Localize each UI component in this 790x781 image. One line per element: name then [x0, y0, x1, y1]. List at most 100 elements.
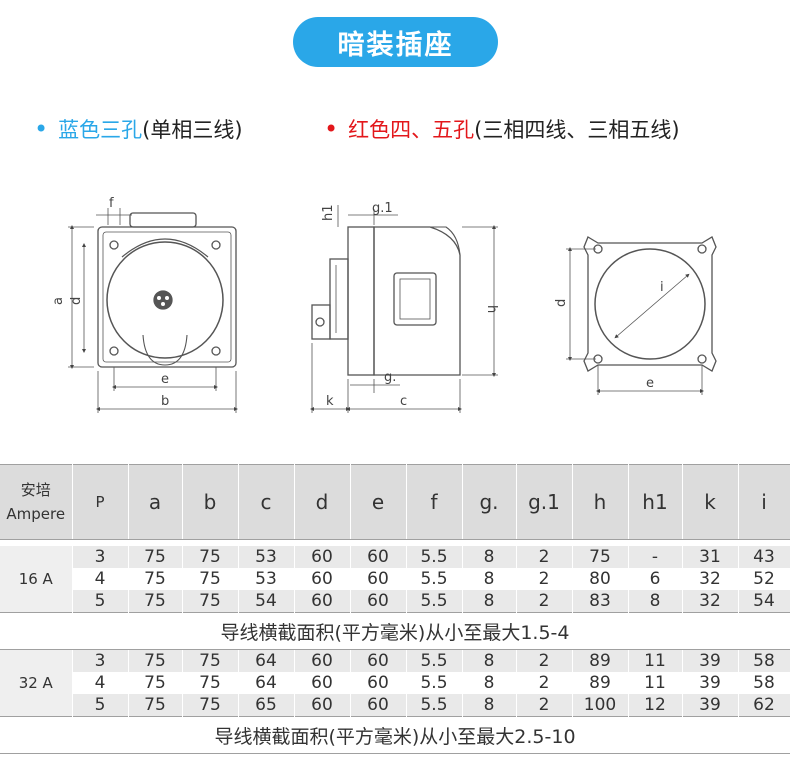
header-e: e [350, 464, 407, 540]
table-cell: 75 [128, 650, 183, 672]
table-cell: 8 [462, 568, 517, 590]
table-cell: 3 [72, 650, 129, 672]
table-cell: 43 [738, 546, 790, 568]
cutout-label-i: i [660, 280, 664, 295]
table-cell: 58 [738, 672, 790, 694]
legend-blue: • 蓝色三孔(单相三线) [34, 114, 243, 144]
header-h: h [572, 464, 629, 540]
header-g1: g.1 [516, 464, 573, 540]
table-cell: 80 [572, 568, 629, 590]
table-cell: 2 [516, 568, 573, 590]
wire-section-note: 导线横截面积(平方毫米)从小至最大2.5-10 [0, 716, 790, 754]
table-cell: 5.5 [406, 694, 463, 717]
side-label-h: h [484, 305, 499, 313]
table-cell: 62 [738, 694, 790, 717]
table-cell: - [628, 546, 683, 568]
table-cell: 5 [72, 694, 129, 717]
table-cell: 60 [350, 568, 407, 590]
table-cell: 58 [738, 650, 790, 672]
header-h1: h1 [628, 464, 683, 540]
table-cell: 83 [572, 590, 629, 613]
table-cell: 5.5 [406, 672, 463, 694]
table-cell: 2 [516, 546, 573, 568]
table-cell: 60 [350, 590, 407, 613]
table-cell: 2 [516, 694, 573, 717]
header-d: d [294, 464, 351, 540]
table-cell: 100 [572, 694, 629, 717]
table-cell: 5.5 [406, 546, 463, 568]
table-cell: 8 [628, 590, 683, 613]
table-cell: 75 [182, 694, 239, 717]
bullet-icon: • [324, 115, 339, 143]
table-cell: 60 [294, 568, 351, 590]
header-c: c [238, 464, 295, 540]
table-cell: 11 [628, 650, 683, 672]
table-cell: 75 [182, 546, 239, 568]
table-cell: 60 [294, 546, 351, 568]
bullet-icon: • [34, 115, 49, 143]
table-cell: 75 [182, 568, 239, 590]
table-cell: 4 [72, 672, 129, 694]
table-cell: 2 [516, 650, 573, 672]
side-label-c: c [400, 394, 407, 409]
header-f: f [406, 464, 463, 540]
table-cell: 54 [738, 590, 790, 613]
table-cell: 12 [628, 694, 683, 717]
side-label-g1: g.1 [372, 201, 393, 216]
table-cell: 39 [682, 672, 739, 694]
table-cell: 60 [350, 546, 407, 568]
table-cell: 60 [294, 650, 351, 672]
ampere-cell: 16 A [0, 546, 73, 613]
side-label-k: k [326, 394, 334, 409]
table-cell: 53 [238, 546, 295, 568]
table-cell: 31 [682, 546, 739, 568]
table-cell: 4 [72, 568, 129, 590]
table-cell: 8 [462, 590, 517, 613]
legend-red-rest: (三相四线、三相五线) [474, 118, 680, 142]
page-title: 暗装插座 [293, 17, 498, 67]
table-cell: 89 [572, 650, 629, 672]
header-p: P [72, 464, 129, 540]
table-cell: 75 [128, 546, 183, 568]
table-cell: 75 [182, 672, 239, 694]
table-cell: 5.5 [406, 590, 463, 613]
table-cell: 60 [350, 650, 407, 672]
table-cell: 8 [462, 650, 517, 672]
table-cell: 11 [628, 672, 683, 694]
table-cell: 2 [516, 672, 573, 694]
table-cell: 8 [462, 546, 517, 568]
table-cell: 60 [350, 672, 407, 694]
table-cell: 2 [516, 590, 573, 613]
table-cell: 54 [238, 590, 295, 613]
table-cell: 75 [128, 568, 183, 590]
table-cell: 8 [462, 694, 517, 717]
table-cell: 3 [72, 546, 129, 568]
header-k: k [682, 464, 739, 540]
ampere-cell: 32 A [0, 650, 73, 717]
front-label-e: e [161, 372, 169, 387]
wire-section-note: 导线横截面积(平方毫米)从小至最大1.5-4 [0, 612, 790, 650]
table-cell: 75 [182, 650, 239, 672]
header-i: i [738, 464, 790, 540]
table-cell: 60 [294, 590, 351, 613]
cutout-view-drawing [566, 236, 717, 395]
header-a: a [128, 464, 183, 540]
table-cell: 60 [350, 694, 407, 717]
front-label-d: d [69, 297, 84, 305]
table-cell: 75 [128, 672, 183, 694]
table-cell: 75 [128, 694, 183, 717]
table-cell: 39 [682, 694, 739, 717]
table-cell: 64 [238, 650, 295, 672]
legend-blue-colored: 蓝色三孔 [58, 118, 143, 142]
table-cell: 60 [294, 694, 351, 717]
legend-red: • 红色四、五孔(三相四线、三相五线) [324, 114, 680, 144]
side-label-g: g. [384, 370, 396, 385]
table-cell: 65 [238, 694, 295, 717]
